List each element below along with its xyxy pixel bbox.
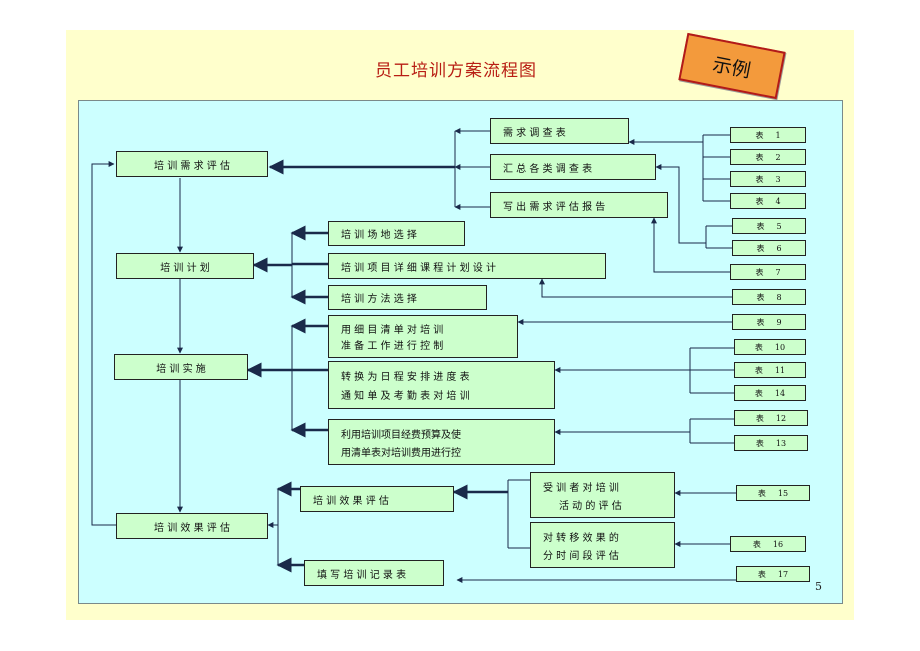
table-14: 表 14 (734, 385, 806, 401)
table-label: 表 (757, 569, 766, 579)
table-number: 2 (775, 152, 781, 162)
impl-schedule-box: 转 换 为 日 程 安 排 进 度 表 通 知 单 及 考 勤 表 对 培 训 (328, 361, 555, 409)
eval-transfer-line1: 对 转 移 效 果 的 (543, 532, 619, 544)
table-number: 3 (775, 174, 781, 184)
eval-transfer-line2: 分 时 间 段 评 估 (543, 550, 619, 562)
table-17: 表 17 (736, 566, 810, 582)
plan-course-design-box: 培 训 项 目 详 细 课 程 计 划 设 计 (328, 253, 606, 279)
table-label: 表 (755, 413, 764, 423)
step-training-implementation: 培 训 实 施 (114, 354, 248, 380)
impl-checklist-line2: 准 备 工 作 进 行 控 制 (341, 341, 444, 353)
table-15: 表 15 (736, 485, 810, 501)
table-number: 12 (775, 413, 787, 423)
plan-venue-box: 培 训 场 地 选 择 (328, 221, 465, 246)
table-number: 6 (776, 243, 782, 253)
table-number: 4 (775, 196, 781, 206)
table-12: 表 12 (734, 410, 808, 426)
impl-budget-box: 利用培训项目经费预算及使 用清单表对培训费用进行控 (328, 419, 555, 465)
table-label: 表 (755, 152, 764, 162)
table-number: 9 (776, 317, 782, 327)
table-label: 表 (756, 221, 765, 231)
eval-trainee-box: 受 训 者 对 培 训 活 动 的 评 估 (530, 472, 675, 518)
table-label: 表 (755, 174, 764, 184)
table-label: 表 (757, 488, 766, 498)
step-effect-evaluation: 培 训 效 果 评 估 (116, 513, 268, 539)
eval-trainee-line2: 活 动 的 评 估 (559, 500, 622, 512)
table-number: 11 (774, 365, 786, 375)
eval-trainee-line1: 受 训 者 对 培 训 (543, 482, 619, 494)
table-label: 表 (755, 438, 764, 448)
table-number: 10 (774, 342, 786, 352)
table-label: 表 (755, 267, 764, 277)
plan-method-box: 培 训 方 法 选 择 (328, 285, 487, 310)
table-number: 5 (776, 221, 782, 231)
impl-schedule-line2: 通 知 单 及 考 勤 表 对 培 训 (341, 391, 470, 402)
table-number: 15 (777, 488, 789, 498)
table-label: 表 (756, 243, 765, 253)
needs-summary-box: 汇 总 各 类 调 查 表 (490, 154, 656, 180)
table-number: 1 (775, 130, 781, 140)
step-needs-assessment: 培 训 需 求 评 估 (116, 151, 268, 177)
table-label: 表 (754, 365, 763, 375)
impl-schedule-line1: 转 换 为 日 程 安 排 进 度 表 (341, 372, 470, 383)
table-13: 表 13 (734, 435, 808, 451)
impl-checklist-box: 用 细 目 清 单 对 培 训 准 备 工 作 进 行 控 制 (328, 315, 518, 358)
table-number: 13 (775, 438, 787, 448)
table-number: 14 (774, 388, 786, 398)
impl-checklist-line1: 用 细 目 清 单 对 培 训 (341, 324, 444, 336)
page-title: 员工培训方案流程图 (375, 61, 537, 81)
table-label: 表 (754, 388, 763, 398)
table-number: 17 (777, 569, 789, 579)
table-16: 表 16 (730, 536, 806, 552)
eval-record-box: 填 写 培 训 记 录 表 (304, 560, 444, 586)
table-11: 表 11 (734, 362, 806, 378)
impl-budget-line1: 利用培训项目经费预算及使 (341, 429, 461, 441)
eval-effect-box: 培 训 效 果 评 估 (300, 486, 454, 512)
eval-transfer-box: 对 转 移 效 果 的 分 时 间 段 评 估 (530, 522, 675, 568)
table-label: 表 (752, 539, 761, 549)
needs-report-box: 写 出 需 求 评 估 报 告 (490, 192, 668, 218)
table-number: 7 (775, 267, 781, 277)
needs-survey-box: 需 求 调 查 表 (490, 118, 629, 144)
page-number: 5 (815, 580, 822, 593)
table-label: 表 (755, 130, 764, 140)
table-label: 表 (756, 317, 765, 327)
table-label: 表 (754, 342, 763, 352)
step-training-plan: 培 训 计 划 (116, 253, 254, 279)
table-label: 表 (756, 292, 765, 302)
table-number: 16 (772, 539, 784, 549)
table-number: 8 (776, 292, 782, 302)
table-label: 表 (755, 196, 764, 206)
table-10: 表 10 (734, 339, 806, 355)
impl-budget-line2: 用清单表对培训费用进行控 (341, 447, 461, 459)
